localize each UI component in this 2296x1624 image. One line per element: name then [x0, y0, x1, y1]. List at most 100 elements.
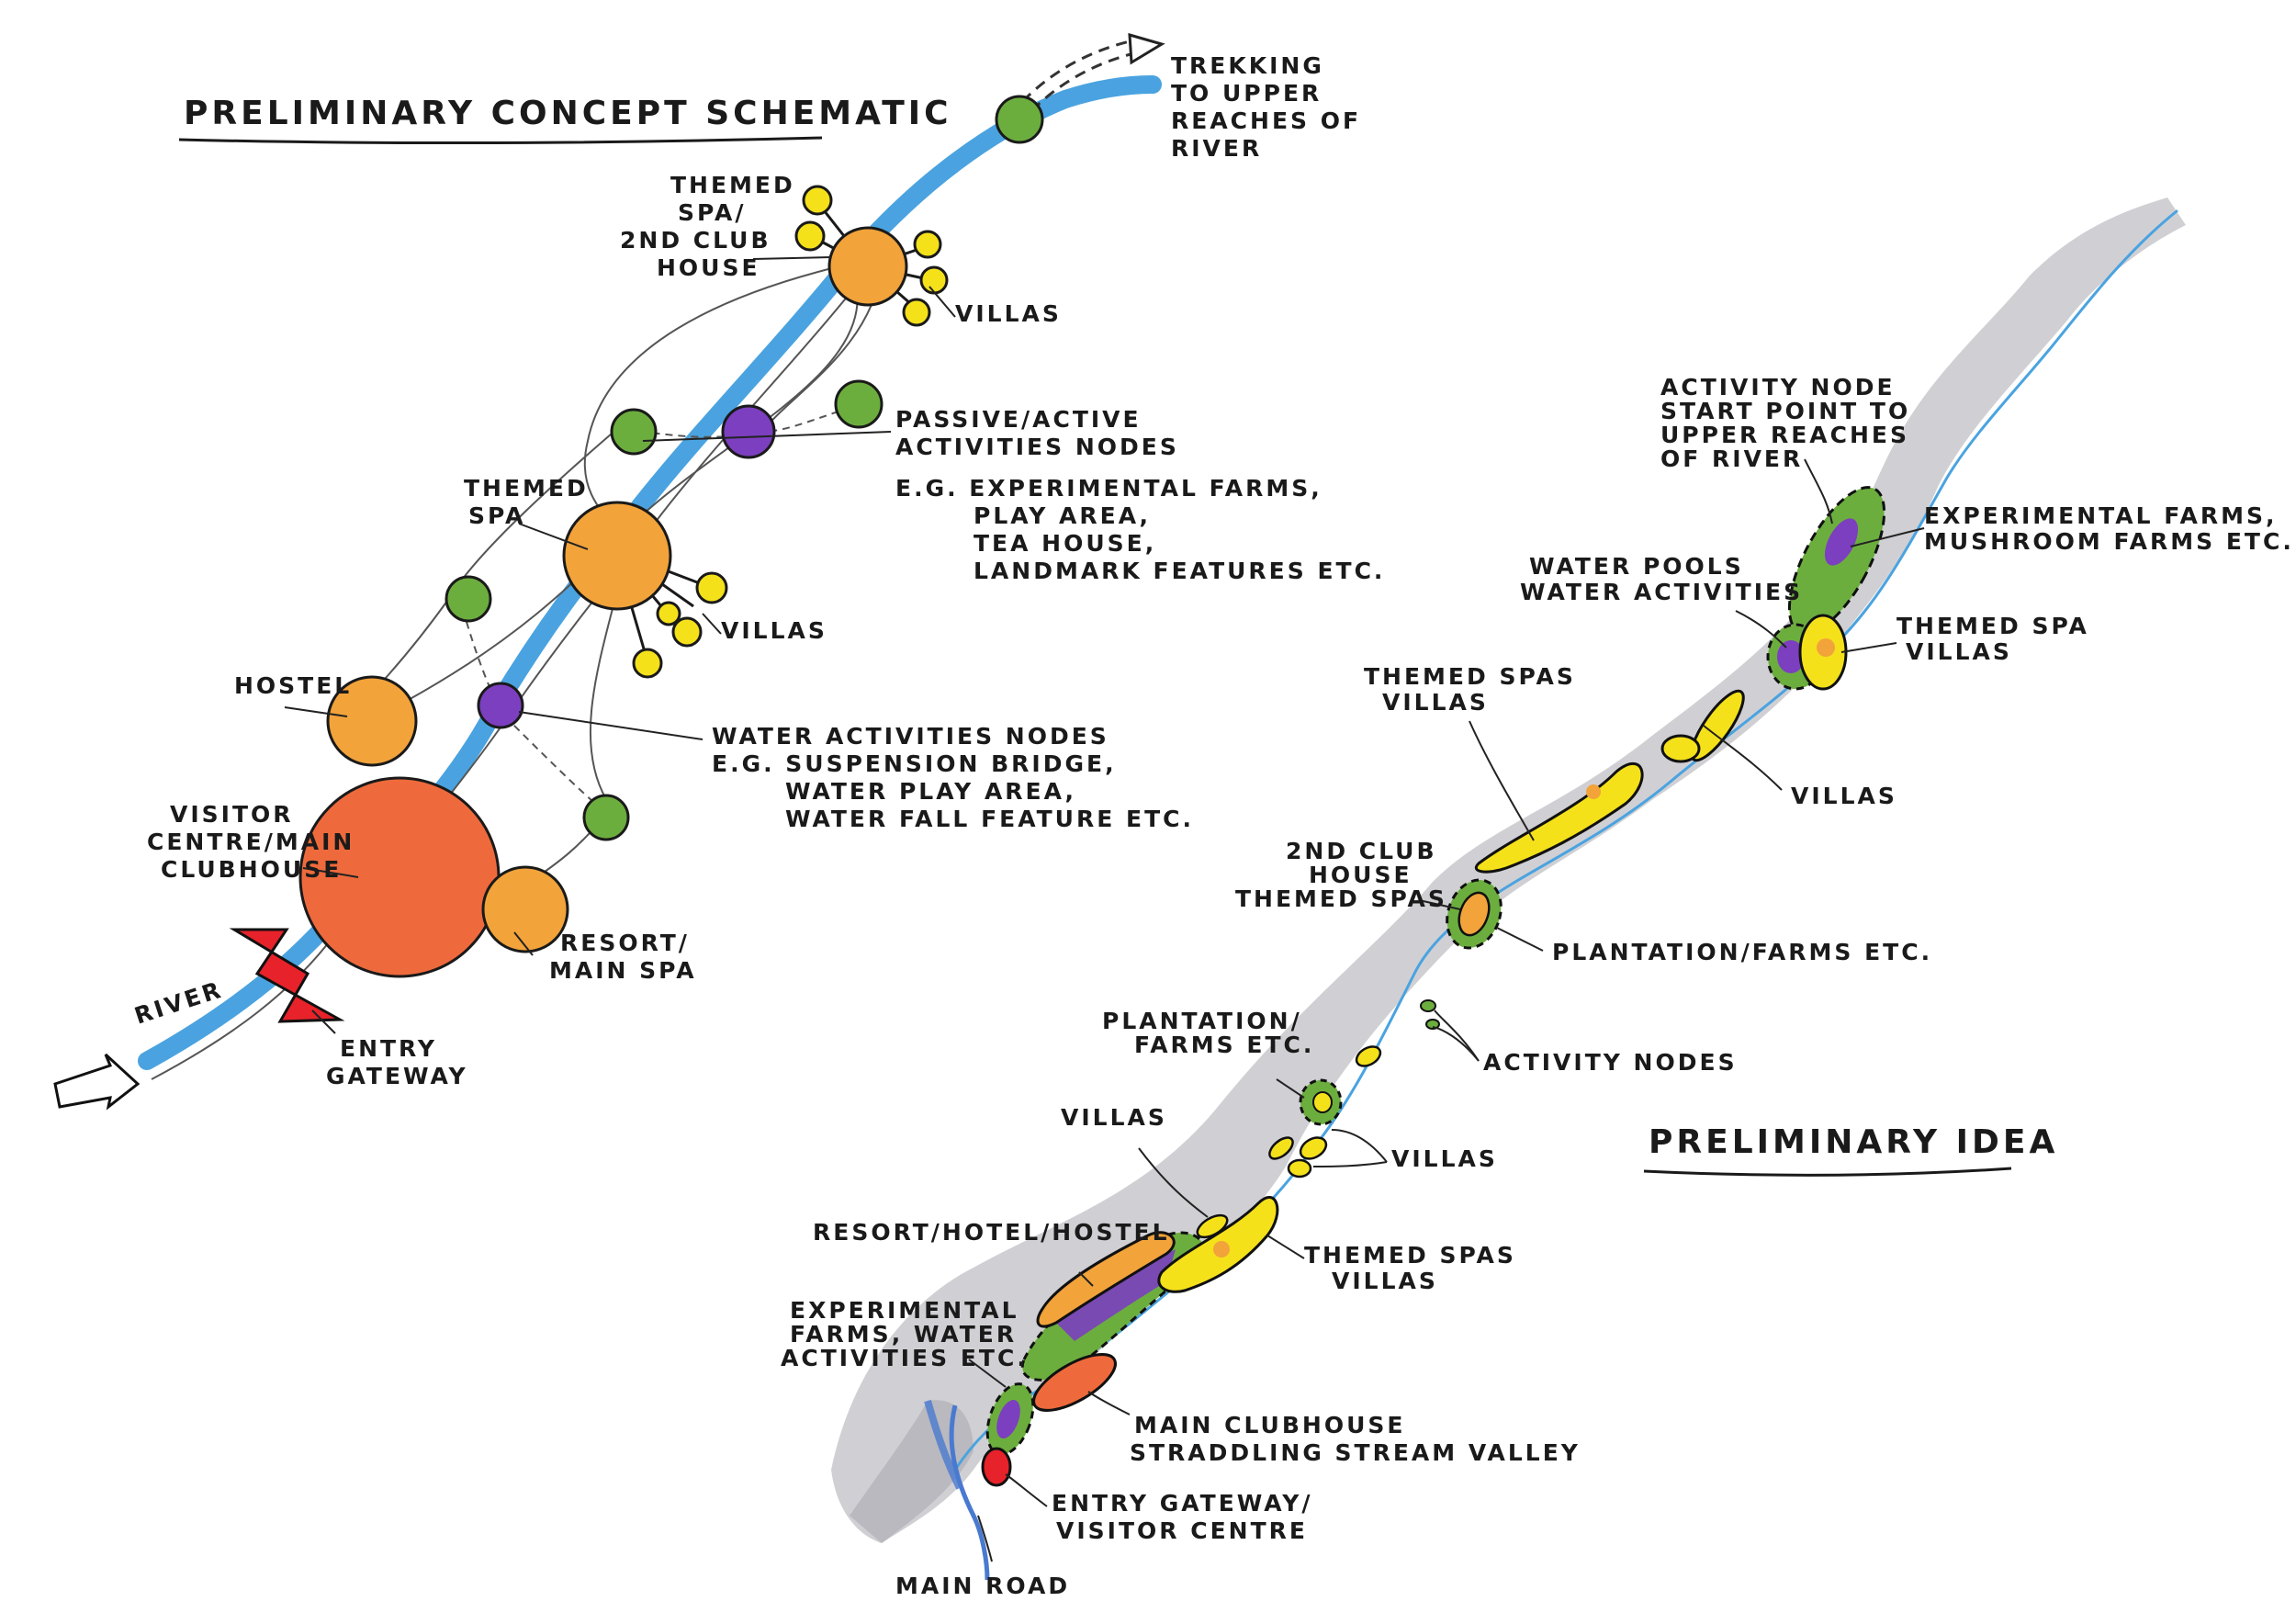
hostel-node	[326, 675, 418, 767]
villa	[794, 220, 826, 252]
label-water-pools: WATER POOLS WATER ACTIVITIES	[1520, 553, 1803, 605]
zone-villas	[1287, 1158, 1312, 1179]
leader-line	[1496, 927, 1544, 952]
leader-line	[1005, 1473, 1048, 1507]
label-villas-mid: VILLAS	[1391, 1145, 1498, 1172]
label-trekking: TREKKING TO UPPER REACHES OF RIVER	[1171, 52, 1372, 162]
zone-villas	[1690, 689, 1745, 762]
label-entry-gateway-visitor: ENTRY GATEWAY/ VISITOR CENTRE	[1052, 1490, 1323, 1544]
villa-cluster-mid	[613, 549, 728, 679]
themed-spa-club-node	[827, 226, 908, 307]
leader-line	[518, 711, 703, 740]
zone-villas	[1660, 734, 1701, 763]
leader-line	[1735, 610, 1787, 648]
leader-line	[977, 1515, 993, 1562]
main-road	[949, 1404, 990, 1581]
schematic-title-underline	[178, 136, 823, 145]
idea-stream	[953, 209, 2178, 1472]
entry-arrow-icon	[53, 1053, 141, 1111]
spa-marker	[1586, 784, 1601, 799]
label-themed-spa-club: THEMED SPA/ 2ND CLUB HOUSE	[620, 172, 805, 281]
schematic-title: PRELIMINARY CONCEPT SCHEMATIC	[184, 95, 952, 132]
leader-line	[1138, 1147, 1209, 1218]
label-hostel: HOSTEL	[234, 672, 352, 699]
label-exp-farms-low: EXPERIMENTAL FARMS, WATER ACTIVITIES ETC…	[781, 1297, 1030, 1371]
leader-line	[1850, 527, 1925, 547]
villa	[632, 648, 663, 679]
terrain-lower	[850, 1400, 974, 1543]
leader-line	[513, 931, 534, 956]
label-themed-spas-villas-top: THEMED SPAS VILLAS	[1364, 663, 1587, 716]
zone-water-pool	[1777, 640, 1805, 673]
leader-line	[702, 613, 722, 635]
label-villas-right: VILLAS	[1791, 783, 1897, 809]
villa	[656, 601, 681, 626]
leader-line	[929, 286, 956, 318]
label-villas-top: VILLAS	[955, 300, 1062, 327]
villa	[919, 265, 949, 295]
leader-line	[518, 523, 589, 550]
water-activity-node	[721, 404, 776, 459]
label-themed-spa: THEMED SPA	[464, 475, 599, 529]
zone-villas	[1299, 1136, 1328, 1160]
label-visitor-centre: VISITOR CENTRE/MAIN CLUBHOUSE	[147, 801, 366, 883]
leader-line	[1804, 458, 1833, 524]
concept-schematic: PRELIMINARY CONCEPT SCHEMATIC	[53, 32, 1385, 1111]
label-themed-spa-villas-right: THEMED SPA VILLAS	[1896, 613, 2100, 665]
spa-marker	[1213, 1241, 1230, 1257]
zone-villas	[1355, 1045, 1382, 1067]
label-plantation-left: PLANTATION/ FARMS ETC.	[1102, 1008, 1314, 1058]
label-themed-spas-villas-low: THEMED SPAS VILLAS	[1304, 1242, 1527, 1294]
villa-marker	[1312, 1091, 1333, 1113]
label-passive-nodes: PASSIVE/ACTIVE ACTIVITIES NODES	[895, 406, 1179, 460]
leader-line	[968, 1359, 1007, 1388]
zone-water-activities-entry	[996, 1399, 1020, 1439]
label-main-road: MAIN ROAD	[895, 1573, 1070, 1599]
label-resort-hotel-hostel: RESORT/HOTEL/HOSTEL	[813, 1219, 1170, 1246]
label-main-clubhouse: MAIN CLUBHOUSE STRADDLING STREAM VALLEY	[1130, 1412, 1581, 1466]
club-house-marker	[1458, 891, 1491, 937]
leader-line	[1087, 1391, 1131, 1415]
zone-water-activities	[1056, 1249, 1176, 1341]
zone-villas	[1268, 1136, 1294, 1160]
activity-node	[834, 379, 884, 429]
leader-line	[1078, 1271, 1094, 1287]
leader-line	[1703, 725, 1783, 791]
trekking-path	[1008, 39, 1131, 116]
leader-line	[1331, 1129, 1388, 1163]
leader-line	[284, 706, 348, 717]
villa	[913, 230, 942, 259]
label-plantation-right: PLANTATION/FARMS ETC.	[1552, 939, 1932, 965]
leader-line	[1266, 1235, 1305, 1259]
idea-title-underline	[1643, 1167, 2012, 1177]
trekking-arrow-icon	[1128, 32, 1165, 65]
leader-line	[311, 1009, 336, 1034]
trekking-path-inner	[1018, 51, 1135, 125]
themed-spa-node	[562, 501, 672, 611]
leader-line	[752, 256, 832, 260]
leader-line	[1312, 1161, 1388, 1167]
label-2nd-club-house: 2ND CLUB HOUSE THEMED SPAS	[1235, 838, 1447, 912]
terrain-corridor	[831, 197, 2186, 1543]
idea-title: PRELIMINARY IDEA	[1649, 1123, 2058, 1161]
activity-node	[610, 408, 658, 456]
zone-resort-hotel-hostel	[1036, 1231, 1176, 1328]
activity-node-trekking	[995, 95, 1044, 144]
label-activity-nodes: ACTIVITY NODES	[1483, 1049, 1738, 1076]
label-villas-left: VILLAS	[1061, 1104, 1167, 1131]
villa	[802, 185, 833, 216]
preliminary-idea-map: PRELIMINARY IDEA ACTIVITY NODE START POI…	[781, 197, 2296, 1599]
leader-line	[302, 867, 359, 878]
leader-line	[1469, 720, 1535, 841]
leader-line	[642, 431, 892, 442]
villa	[671, 616, 703, 648]
label-water-nodes: WATER ACTIVITIES NODES	[712, 723, 1109, 750]
leader-line	[1276, 1078, 1305, 1099]
zone-entry-gateway	[981, 1447, 1012, 1487]
label-activity-node: ACTIVITY NODE START POINT TO UPPER REACH…	[1660, 374, 1921, 472]
label-water-eg: E.G. SUSPENSION BRIDGE, WATER PLAY AREA,…	[712, 750, 1194, 832]
spa-marker	[1817, 638, 1835, 657]
zone-water-pool	[1824, 518, 1859, 566]
label-passive-eg: E.G. EXPERIMENTAL FARMS, PLAY AREA, TEA …	[895, 475, 1385, 584]
